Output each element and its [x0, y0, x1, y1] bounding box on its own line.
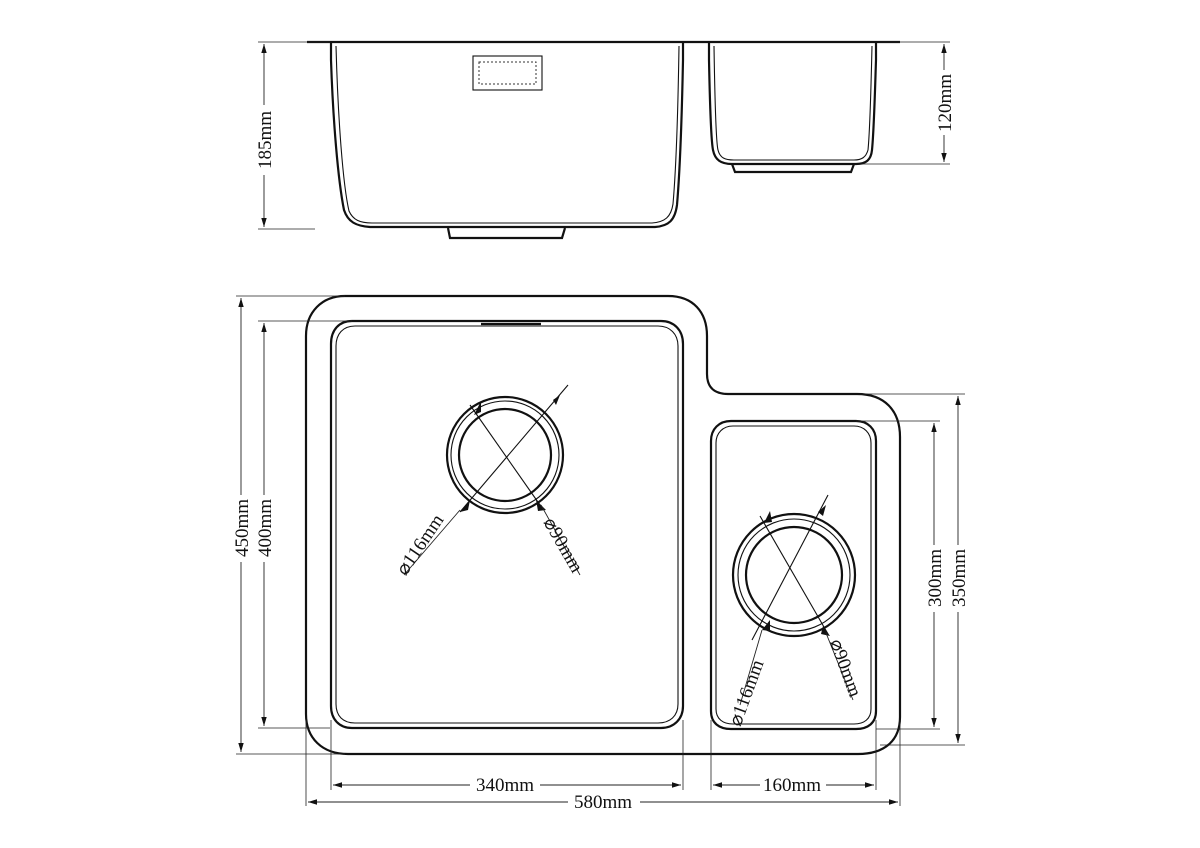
dim-overall-width: 580mm: [574, 792, 632, 813]
plan-small-bowl-inner: [715, 425, 872, 725]
dim-large-outer-diameter: ⌀116mm: [393, 510, 449, 579]
dim-small-outer-diameter: ⌀116mm: [725, 657, 768, 729]
side-view: 185mm 120mm: [255, 40, 956, 240]
side-large-drain: [446, 227, 567, 240]
plan-small-bowl: [709, 419, 878, 731]
dim-overall-depth: 450mm: [232, 499, 253, 557]
small-bowl-drain: [731, 494, 857, 706]
side-small-bowl-outline: [707, 42, 878, 166]
plan-large-bowl: [329, 319, 685, 730]
plan-outer-outline: [304, 294, 902, 756]
side-overflow-outer: [472, 55, 543, 91]
side-large-bowl-inner: [335, 45, 680, 224]
dim-large-bowl-width: 340mm: [476, 775, 534, 796]
plan-view: ⌀116mm ⌀90mm ⌀116mm ⌀90mm 450mm 400mm: [232, 294, 970, 813]
plan-large-bowl-inner: [335, 325, 679, 724]
dim-small-bowl-width: 160mm: [763, 775, 821, 796]
side-small-bowl-inner: [713, 45, 873, 161]
large-bowl-drain: [403, 384, 581, 576]
dim-side-large-depth: 185mm: [255, 111, 276, 169]
side-large-bowl-outline: [329, 42, 685, 229]
side-overflow-inner: [478, 61, 537, 85]
dim-small-bowl-outer-depth: 350mm: [949, 549, 970, 607]
side-small-drain: [730, 163, 856, 174]
dim-side-small-depth: 120mm: [935, 74, 956, 132]
dim-large-inner-diameter: ⌀90mm: [539, 514, 587, 577]
dim-small-bowl-inner-depth: 300mm: [925, 549, 946, 607]
dim-large-bowl-depth: 400mm: [255, 499, 276, 557]
dim-small-inner-diameter: ⌀90mm: [825, 636, 865, 700]
